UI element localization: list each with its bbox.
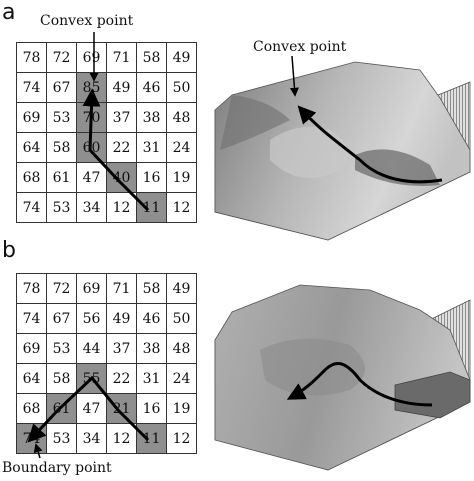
grid-cell: 12 (167, 193, 197, 223)
grid-cell: 72 (47, 43, 77, 73)
grid-cell-path: 60 (77, 133, 107, 163)
grid-cell: 16 (137, 394, 167, 424)
grid-cell: 71 (107, 274, 137, 304)
grid-cell: 12 (107, 193, 137, 223)
grid-cell: 56 (77, 304, 107, 334)
callout-arrow-terrain-a (289, 55, 299, 97)
grid-cell: 78 (17, 274, 47, 304)
grid-cell-path: 11 (137, 193, 167, 223)
terrain-block-a (214, 61, 471, 241)
terrain-block-b (214, 284, 471, 471)
grid-cell: 53 (47, 334, 77, 364)
grid-cell: 49 (107, 73, 137, 103)
grid-cell: 12 (167, 424, 197, 454)
grid-cell: 67 (47, 304, 77, 334)
grid-cell-path: 74 (17, 424, 47, 454)
grid-cell: 44 (77, 334, 107, 364)
boundary-point-callout: Boundary point (2, 460, 112, 476)
grid-cell-path: 85 (77, 73, 107, 103)
grid-cell: 68 (17, 394, 47, 424)
grid-cell: 78 (17, 43, 47, 73)
panel-label-a: a (2, 0, 16, 25)
convex-point-callout-terrain: Convex point (253, 39, 347, 55)
grid-cell: 50 (167, 304, 197, 334)
grid-cell: 46 (137, 304, 167, 334)
grid-cell: 31 (137, 364, 167, 394)
grid-cell: 37 (107, 103, 137, 133)
grid-cell: 47 (77, 163, 107, 193)
panel-label-b: b (2, 238, 16, 263)
grid-cell: 53 (47, 193, 77, 223)
grid-cell: 46 (137, 73, 167, 103)
grid-cell-path: 11 (137, 424, 167, 454)
grid-cell: 58 (47, 133, 77, 163)
grid-cell: 22 (107, 133, 137, 163)
grid-cell: 61 (47, 163, 77, 193)
grid-cell-path: 70 (77, 103, 107, 133)
grid-cell: 67 (47, 73, 77, 103)
grid-cell: 50 (167, 73, 197, 103)
grid-cell: 24 (167, 133, 197, 163)
grid-cell: 64 (17, 133, 47, 163)
grid-cell: 38 (137, 103, 167, 133)
grid-cell-path: 55 (77, 364, 107, 394)
grid-cell: 49 (167, 43, 197, 73)
grid-cell: 64 (17, 364, 47, 394)
grid-cell-path: 61 (47, 394, 77, 424)
grid-cell: 69 (17, 103, 47, 133)
grid-cell: 24 (167, 364, 197, 394)
grid-cell: 19 (167, 163, 197, 193)
grid-cell: 71 (107, 43, 137, 73)
grid-cell: 72 (47, 274, 77, 304)
grid-cell: 37 (107, 334, 137, 364)
grid-cell: 74 (17, 304, 47, 334)
grid-cell: 48 (167, 334, 197, 364)
grid-cell: 19 (167, 394, 197, 424)
grid-cell: 49 (107, 304, 137, 334)
grid-cell: 74 (17, 73, 47, 103)
flow-path-arrow-terrain-b (286, 361, 433, 407)
grid-cell-path: 21 (107, 394, 137, 424)
grid-cell: 31 (137, 133, 167, 163)
grid-cell: 58 (137, 43, 167, 73)
grid-cell: 47 (77, 394, 107, 424)
grid-cell: 22 (107, 364, 137, 394)
flow-path-arrow-terrain-a (297, 105, 443, 184)
grid-cell: 53 (47, 103, 77, 133)
grid-cell: 34 (77, 424, 107, 454)
grid-cell: 49 (167, 274, 197, 304)
grid-cell: 69 (77, 274, 107, 304)
grid-cell: 58 (47, 364, 77, 394)
grid-cell: 74 (17, 193, 47, 223)
grid-cell: 68 (17, 163, 47, 193)
grid-cell: 12 (107, 424, 137, 454)
grid-cell: 53 (47, 424, 77, 454)
grid-cell: 34 (77, 193, 107, 223)
convex-point-callout-grid: Convex point (40, 13, 134, 29)
grid-cell: 48 (167, 103, 197, 133)
grid-cell: 69 (17, 334, 47, 364)
grid-cell: 16 (137, 163, 167, 193)
grid-cell: 58 (137, 274, 167, 304)
grid-cell: 38 (137, 334, 167, 364)
grid-cell-path: 40 (107, 163, 137, 193)
grid-cell: 69 (77, 43, 107, 73)
